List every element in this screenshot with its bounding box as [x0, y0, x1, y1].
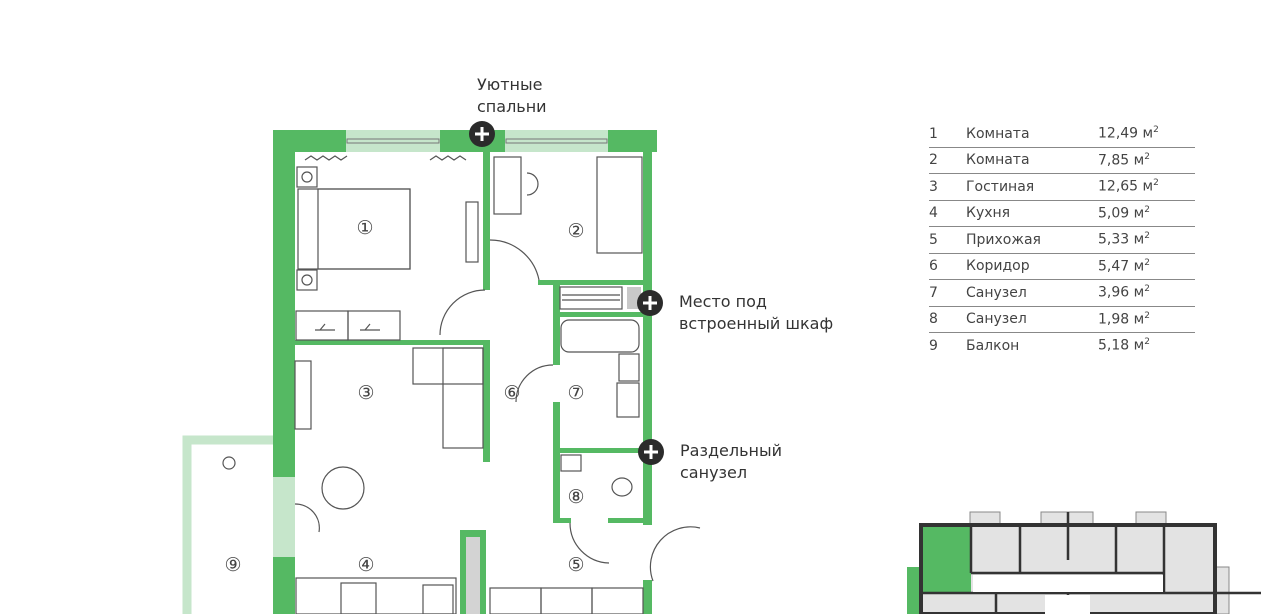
room-number: 9 [929, 337, 938, 354]
table-row: 1 Комната 12,49 м2 [929, 121, 1195, 148]
furniture [222, 155, 701, 614]
table-row: 3 Гостиная 12,65 м2 [929, 174, 1195, 201]
table-row: 5 Прихожая 5,33 м2 [929, 227, 1195, 254]
room-area: 1,98 м2 [1098, 310, 1150, 328]
callout-line: санузел [680, 463, 748, 482]
svg-text:⑤: ⑤ [567, 554, 584, 576]
room-number: 6 [929, 258, 938, 275]
svg-text:⑨: ⑨ [224, 554, 241, 576]
callout-bathroom: Раздельный санузел [680, 440, 782, 484]
table-row: 2 Комната 7,85 м2 [929, 148, 1195, 174]
callout-line: встроенный шкаф [679, 314, 834, 333]
room-area: 7,85 м2 [1098, 151, 1150, 169]
room-name: Санузел [966, 311, 1027, 328]
svg-text:⑥: ⑥ [503, 382, 520, 404]
room-area: 5,33 м2 [1098, 231, 1150, 249]
room-name: Прихожая [966, 231, 1041, 248]
room-markers: ① ② ③ ④ ⑤ ⑥ ⑦ ⑧ ⑨ [224, 217, 584, 576]
table-row: 8 Санузел 1,98 м2 [929, 307, 1195, 333]
room-name: Санузел [966, 284, 1027, 301]
svg-text:④: ④ [357, 554, 374, 576]
room-number: 1 [929, 125, 938, 142]
svg-text:②: ② [567, 220, 584, 242]
room-name: Гостиная [966, 178, 1035, 195]
room-name: Балкон [966, 337, 1020, 354]
room-area: 5,18 м2 [1098, 337, 1150, 355]
svg-text:⑧: ⑧ [567, 486, 584, 508]
room-name: Комната [966, 152, 1030, 169]
room-area: 12,65 м2 [1098, 178, 1159, 196]
plus-icon[interactable] [469, 121, 495, 147]
room-name: Комната [966, 125, 1030, 142]
room-number: 8 [929, 311, 938, 328]
room-area: 12,49 м2 [1098, 125, 1159, 143]
room-name: Коридор [966, 258, 1030, 275]
callout-line: Раздельный [680, 441, 783, 460]
balcony-outline [182, 435, 273, 614]
windows [273, 130, 608, 557]
room-number: 4 [929, 205, 938, 222]
room-area: 3,96 м2 [1098, 284, 1150, 302]
table-row: 9 Балкон 5,18 м2 [929, 333, 1195, 359]
room-number: 2 [929, 152, 938, 169]
room-name: Кухня [966, 205, 1011, 222]
table-row: 6 Коридор 5,47 м2 [929, 254, 1195, 280]
svg-text:③: ③ [357, 382, 374, 404]
room-area: 5,09 м2 [1098, 204, 1150, 222]
room-number: 3 [929, 178, 938, 195]
plus-icon[interactable] [638, 439, 664, 465]
callout-line: Уютные [477, 75, 543, 94]
callout-wardrobe: Место под встроенный шкаф [679, 291, 833, 335]
table-row: 4 Кухня 5,09 м2 [929, 201, 1195, 227]
room-number: 5 [929, 231, 938, 248]
callout-line: Место под [679, 292, 767, 311]
table-row: 7 Санузел 3,96 м2 [929, 280, 1195, 307]
callout-bedrooms: Уютные спальни [477, 74, 547, 118]
svg-text:⑦: ⑦ [567, 382, 584, 404]
floor-minimap[interactable] [907, 511, 1261, 614]
svg-text:①: ① [356, 217, 373, 239]
room-number: 7 [929, 284, 938, 301]
plus-icon[interactable] [637, 290, 663, 316]
walls [273, 130, 657, 614]
callout-line: спальни [477, 97, 547, 116]
room-area: 5,47 м2 [1098, 257, 1150, 275]
